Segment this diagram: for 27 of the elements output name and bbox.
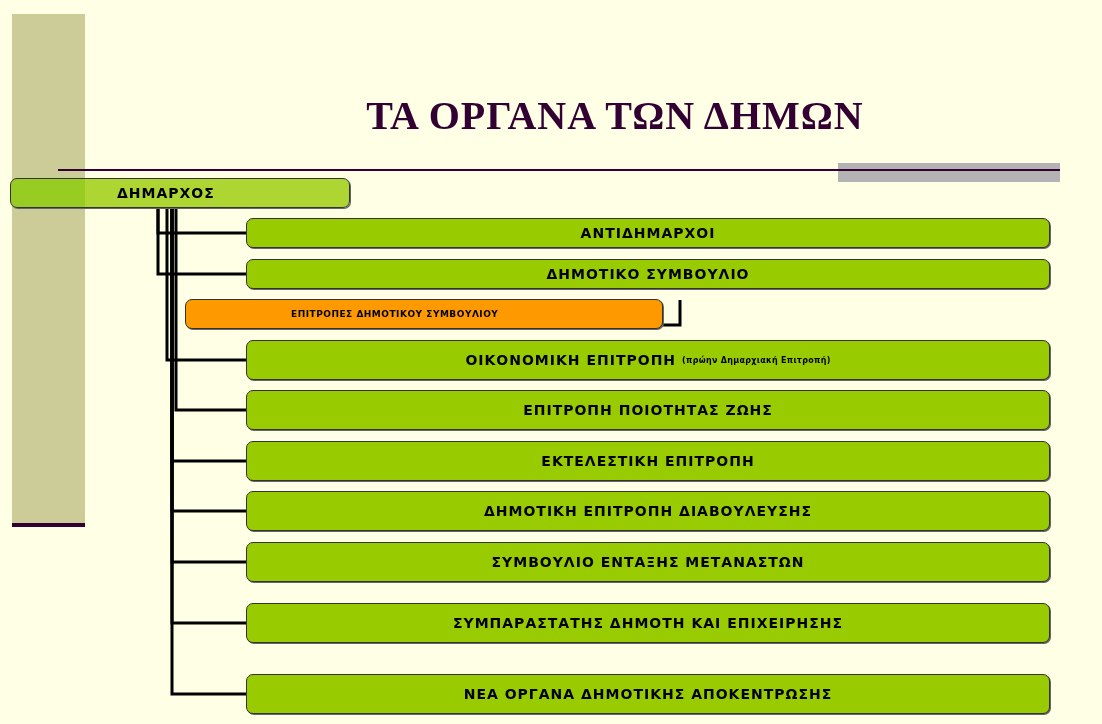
organ-box [246,441,1050,481]
organ-box [246,390,1050,430]
node-label: ΔΗΜΟΤΙΚΟ ΣΥΜΒΟΥΛΙΟ [546,266,750,282]
node-label: ΔΗΜΟΤΙΚΗ ΕΠΙΤΡΟΠΗ ΔΙΑΒΟΥΛΕΥΣΗΣ [483,503,813,519]
committee-box [185,299,663,329]
connector-line [156,208,246,276]
node-note: (πρώην Δημαρχιακή Επιτροπή) [682,355,831,365]
node-label: ΕΚΤΕΛΕΣΤΙΚΗ ΕΠΙΤΡΟΠΗ [541,453,755,469]
organ-box [246,491,1050,531]
node-label: ΣΥΜΠΑΡΑΣΤΑΤΗΣ ΔΗΜΟΤΗ ΚΑΙ ΕΠΙΧΕΙΡΗΣΗΣ [452,615,844,631]
node-label: ΕΠΙΤΡΟΠΗ ΠΟΙΟΤΗΤΑΣ ΖΩΗΣ [523,402,773,418]
organ-box [246,259,1050,289]
mayor-box [10,178,350,208]
node-label: ΕΠΙΤΡΟΠΕΣ ΔΗΜΟΤΙΚΟΥ ΣΥΜΒΟΥΛΙΟΥ [291,309,499,319]
organ-box [246,674,1050,714]
connector-line [174,208,246,412]
node-label: ΔΗΜΑΡΧΟΣ [117,185,215,201]
connector-line [165,208,246,362]
organ-box [246,340,1050,380]
node-label: ΑΝΤΙΔΗΜΑΡΧΟΙ [580,225,716,241]
node-label: ΣΥΜΒΟΥΛΙΟ ΕΝΤΑΞΗΣ ΜΕΤΑΝΑΣΤΩΝ [491,554,805,570]
organ-box [246,603,1050,643]
title: ΤΑ ΟΡΓΑΝΑ ΤΩΝ ΔΗΜΩΝ [365,92,865,139]
node-label: ΟΙΚΟΝΟΜΙΚΗ ΕΠΙΤΡΟΠΗ [465,352,677,368]
node-label: ΝΕΑ ΟΡΓΑΝΑ ΔΗΜΟΤΙΚΗΣ ΑΠΟΚΕΝΤΡΩΣΗΣ [463,686,833,702]
organ-box [246,218,1050,248]
organ-box [246,542,1050,582]
